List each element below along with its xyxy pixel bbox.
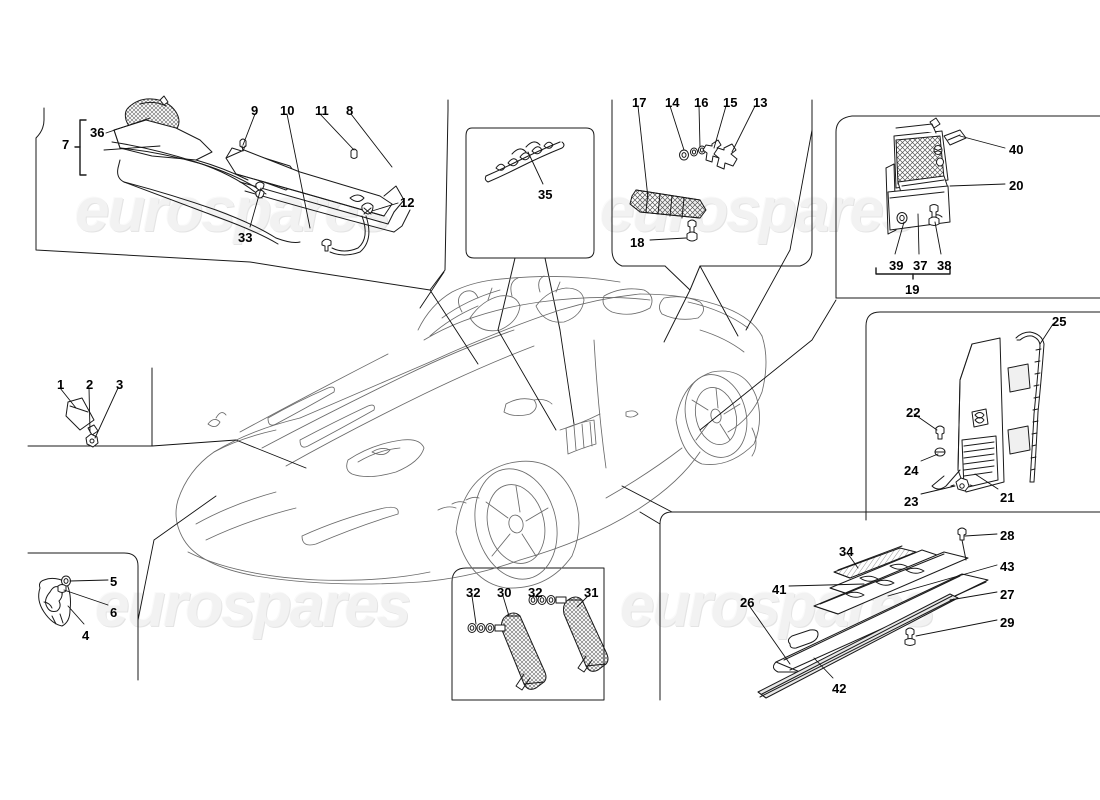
callout-21: 21 bbox=[1000, 490, 1015, 505]
callout-17: 17 bbox=[632, 95, 647, 110]
callout-11: 11 bbox=[315, 103, 329, 118]
callout-9: 9 bbox=[251, 103, 259, 118]
part-6-stud bbox=[57, 584, 67, 593]
part-32a-fasteners bbox=[467, 623, 506, 633]
panel-vent-boundary bbox=[835, 115, 1100, 299]
part-39-nut bbox=[896, 212, 908, 224]
part-1-badge-plate bbox=[65, 397, 95, 431]
part-8-wiper-scuttle-grille bbox=[225, 149, 411, 233]
bracket-7 bbox=[74, 119, 87, 176]
callout-7: 7 bbox=[62, 137, 70, 152]
part-5-nut bbox=[61, 575, 71, 587]
watermark-3: eurospares bbox=[95, 571, 411, 640]
panel-inserts-boundary bbox=[451, 567, 605, 701]
callout-10: 10 bbox=[280, 103, 295, 118]
part-21-side-vent-panel bbox=[931, 337, 1031, 493]
part-18-stud bbox=[686, 219, 698, 242]
part-29-clip bbox=[904, 627, 916, 646]
part-23-nut bbox=[950, 477, 974, 492]
callout-12: 12 bbox=[400, 195, 415, 210]
callout-5: 5 bbox=[110, 574, 118, 589]
part-25-seal-strip bbox=[1015, 331, 1045, 483]
callout-14: 14 bbox=[665, 95, 680, 110]
panel-sills-boundary bbox=[659, 511, 1100, 701]
callout-20: 20 bbox=[1009, 178, 1024, 193]
callout-4: 4 bbox=[82, 628, 90, 643]
callout-8: 8 bbox=[346, 103, 354, 118]
part-32b-fasteners bbox=[528, 595, 567, 605]
callout-27: 27 bbox=[1000, 587, 1015, 602]
callout-42: 42 bbox=[832, 681, 847, 696]
callout-32-left: 32 bbox=[466, 585, 481, 600]
part-22-screw bbox=[935, 425, 945, 440]
part-7-lower-bar bbox=[117, 159, 301, 245]
callout-30: 30 bbox=[497, 585, 512, 600]
part-16-washer bbox=[690, 145, 706, 157]
callout-38: 38 bbox=[937, 258, 952, 273]
callout-35: 35 bbox=[538, 187, 553, 202]
part-12-grommet bbox=[361, 202, 374, 215]
panel-side-boundary bbox=[865, 311, 1100, 521]
leader-lines bbox=[59, 105, 1054, 679]
part-31-insert-grille bbox=[563, 596, 609, 673]
callout-18: 18 bbox=[630, 235, 645, 250]
callout-22: 22 bbox=[906, 405, 921, 420]
part-43-sill-moulding bbox=[813, 551, 969, 615]
part-33-drain-tube bbox=[321, 215, 370, 256]
callout-43: 43 bbox=[1000, 559, 1015, 574]
callout-13: 13 bbox=[753, 95, 768, 110]
part-30-insert-grille bbox=[501, 612, 547, 691]
callout-1: 1 bbox=[57, 377, 65, 392]
part-42-oval-insert bbox=[787, 629, 819, 649]
panel-emblem-boundary bbox=[465, 127, 595, 331]
part-34-sill-insert-upper bbox=[833, 545, 917, 579]
callout-6: 6 bbox=[110, 605, 118, 620]
callout-31: 31 bbox=[584, 585, 599, 600]
panel-grille-boundary bbox=[611, 99, 813, 291]
callout-26: 26 bbox=[740, 595, 755, 610]
callout-28: 28 bbox=[1000, 528, 1015, 543]
callout-25: 25 bbox=[1052, 314, 1067, 329]
part-17-grille-mesh bbox=[629, 189, 707, 219]
callout-32-right: 32 bbox=[528, 585, 543, 600]
callout-19: 19 bbox=[905, 282, 920, 297]
callout-23: 23 bbox=[904, 494, 919, 509]
callout-2: 2 bbox=[86, 377, 94, 392]
part-14-washer bbox=[679, 149, 689, 161]
panel-horse-boundary bbox=[27, 552, 139, 681]
part-7-cowl-panel bbox=[111, 119, 267, 199]
callout-41: 41 bbox=[772, 582, 787, 597]
part-33-grommet bbox=[255, 181, 265, 199]
callout-24: 24 bbox=[904, 463, 919, 478]
part-28-screw bbox=[957, 527, 967, 561]
callout-29: 29 bbox=[1000, 615, 1015, 630]
callout-40: 40 bbox=[1009, 142, 1024, 157]
callout-34: 34 bbox=[839, 544, 854, 559]
callout-15: 15 bbox=[723, 95, 738, 110]
callout-36: 36 bbox=[90, 125, 105, 140]
part-35-script-emblem bbox=[484, 141, 565, 183]
panel-cowl-boundary bbox=[35, 99, 449, 291]
part-40-clip bbox=[933, 129, 967, 167]
bracket-19 bbox=[875, 267, 951, 280]
part-27-sill-edge-strip bbox=[757, 593, 959, 699]
callout-33: 33 bbox=[238, 230, 253, 245]
callout-37: 37 bbox=[913, 258, 928, 273]
car-illustration bbox=[175, 275, 767, 589]
callout-3: 3 bbox=[116, 377, 124, 392]
callout-39: 39 bbox=[889, 258, 904, 273]
callout-16: 16 bbox=[694, 95, 709, 110]
part-38-stud bbox=[928, 204, 940, 226]
part-13-bracket bbox=[713, 143, 738, 170]
